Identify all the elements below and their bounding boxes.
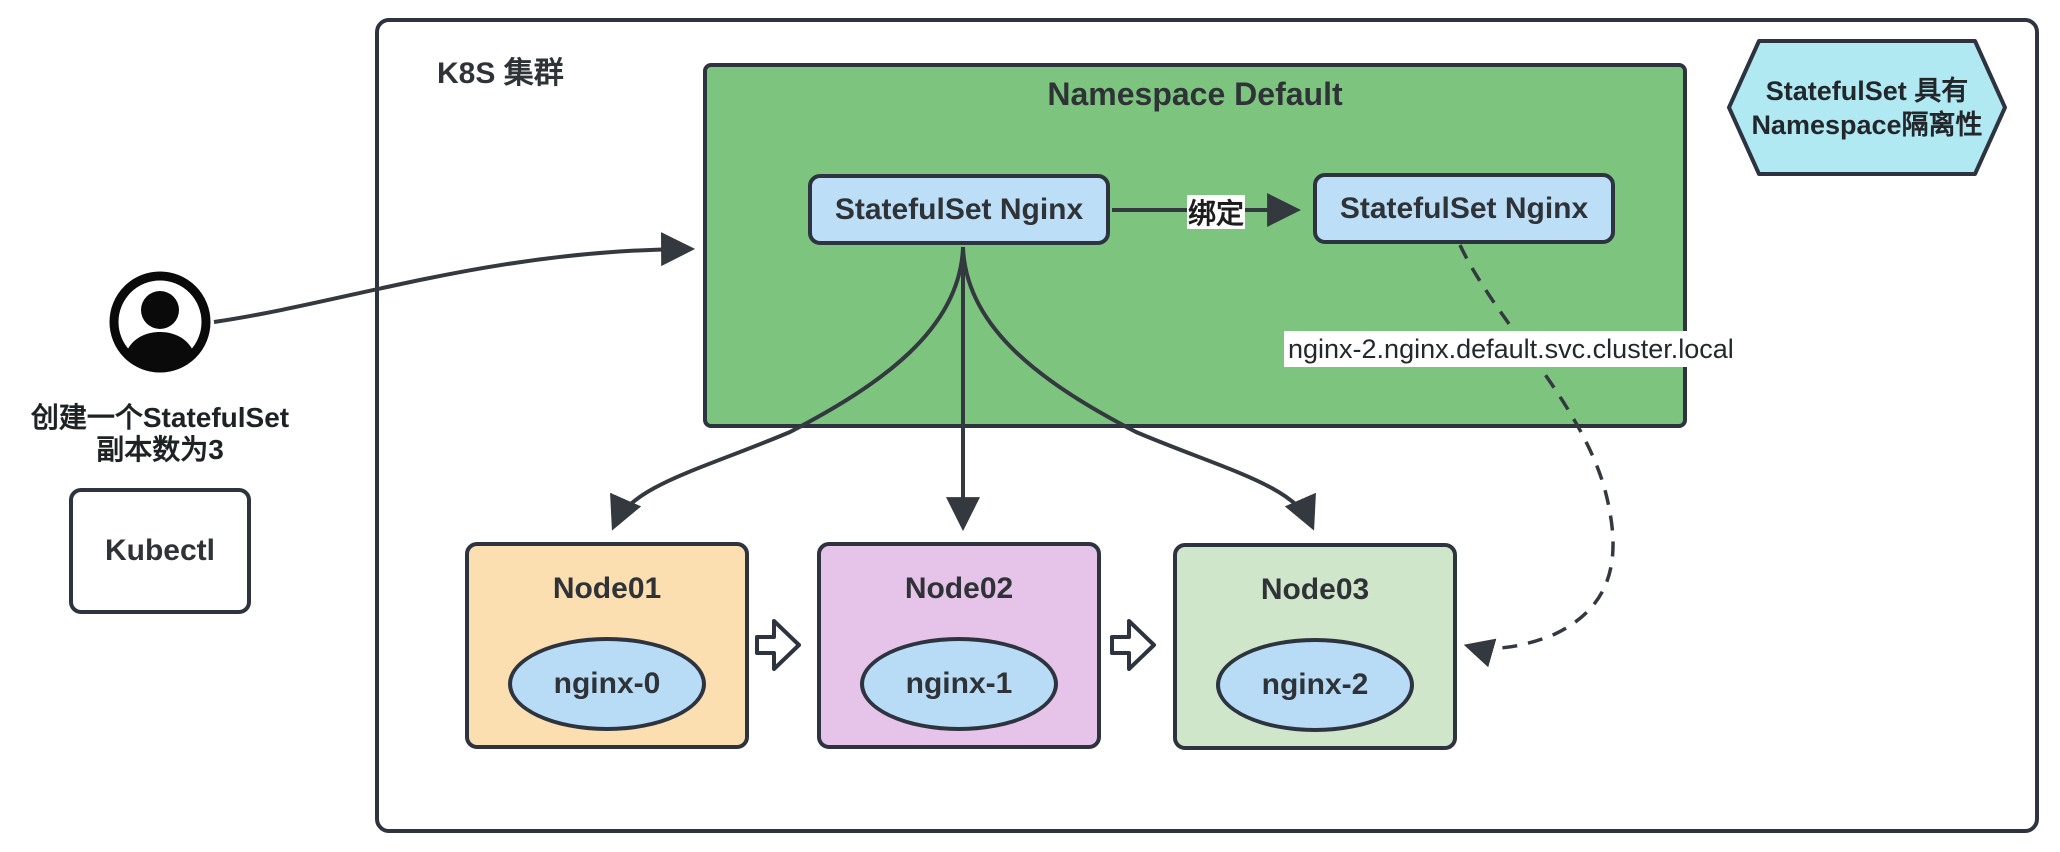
pod-nginx-2-label: nginx-2 bbox=[1261, 668, 1369, 701]
statefulset-service-label: StatefulSet Nginx bbox=[834, 192, 1084, 226]
node02-title: Node02 bbox=[904, 572, 1014, 605]
kubectl-label: Kubectl bbox=[104, 534, 215, 567]
statefulset-bound-box: StatefulSet Nginx bbox=[1313, 173, 1615, 244]
node01-title: Node01 bbox=[552, 572, 662, 605]
hexagon-callout-text: StatefulSet 具有 Namespace隔离性 bbox=[1727, 38, 2007, 177]
node03-box: Node03 nginx-2 bbox=[1173, 543, 1457, 750]
pod-nginx-1-label: nginx-1 bbox=[905, 667, 1013, 700]
namespace-title: Namespace Default bbox=[1047, 76, 1343, 112]
node02-box: Node02 nginx-1 bbox=[817, 542, 1101, 749]
actor-caption-line2: 副本数为3 bbox=[96, 434, 224, 465]
node01-box: Node01 nginx-0 bbox=[465, 542, 749, 749]
kubectl-box: Kubectl bbox=[69, 488, 251, 614]
pod-nginx-2: nginx-2 bbox=[1216, 638, 1414, 732]
k8s-cluster-label: K8S 集群 bbox=[437, 57, 564, 90]
namespace-default-box bbox=[703, 63, 1687, 428]
avatar-head bbox=[141, 291, 179, 329]
statefulset-bound-label: StatefulSet Nginx bbox=[1339, 191, 1589, 225]
user-avatar-icon bbox=[109, 271, 211, 373]
pod-nginx-1: nginx-1 bbox=[860, 637, 1058, 731]
statefulset-service-box: StatefulSet Nginx bbox=[808, 174, 1110, 245]
bind-edge-label: 绑定 bbox=[1187, 195, 1245, 229]
hexagon-line1: StatefulSet 具有 bbox=[1765, 75, 1969, 106]
hexagon-polygon bbox=[1727, 39, 2007, 176]
pod-nginx-0-label: nginx-0 bbox=[553, 667, 661, 700]
dns-name-label: nginx-2.nginx.default.svc.cluster.local bbox=[1284, 331, 1734, 367]
actor-caption-line1: 创建一个StatefulSet bbox=[30, 402, 290, 433]
node03-title: Node03 bbox=[1260, 573, 1370, 606]
hexagon-line2: Namespace隔离性 bbox=[1751, 109, 1983, 140]
pod-nginx-0: nginx-0 bbox=[508, 637, 706, 731]
hexagon-callout-shape bbox=[1727, 39, 2007, 176]
